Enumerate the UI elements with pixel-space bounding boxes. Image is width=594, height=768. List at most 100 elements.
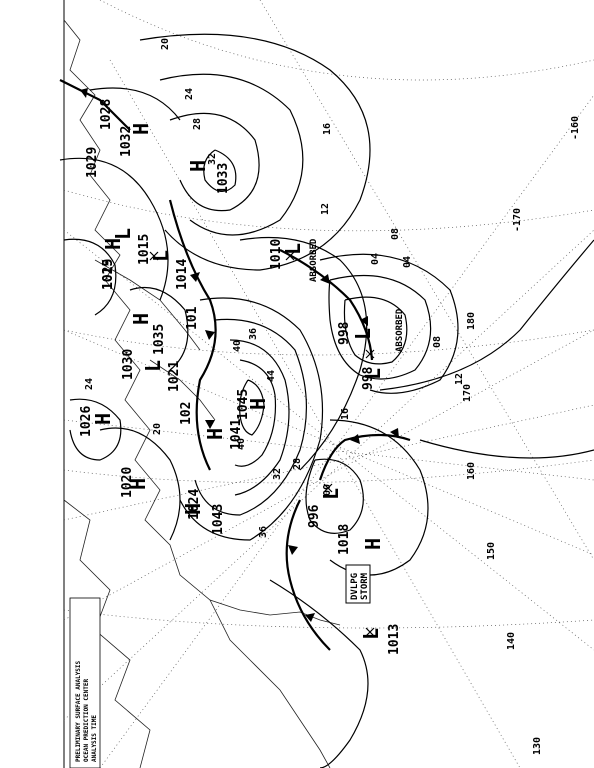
high-center: H 1032 xyxy=(119,123,153,157)
lon-label: -160 xyxy=(570,116,581,140)
annotations: ABSORBED ABSORBED DVLPG STORM xyxy=(309,238,405,604)
high-center: H 1041 xyxy=(203,419,244,450)
low-letter: L xyxy=(319,488,343,500)
isobar-label: 36 xyxy=(248,328,259,340)
isobar-label: 28 xyxy=(292,458,303,470)
fronts xyxy=(59,79,411,651)
isobar-label: 16 xyxy=(322,123,333,135)
high-centers: H 1033 H 1032 H 1035 H 1041 H 1045 H 104… xyxy=(79,123,385,555)
header-line-2: OCEAN PREDICTION CENTER xyxy=(83,679,90,762)
low-x-marker xyxy=(365,627,375,637)
high-letter: H xyxy=(129,313,153,325)
lon-label: 140 xyxy=(506,632,517,650)
low-value: 996 xyxy=(307,504,322,528)
high-center: H 1020 xyxy=(120,467,150,498)
high-center: H 1029 xyxy=(101,238,125,290)
header-box: PRELIMINARY SURFACE ANALYSIS OCEAN PREDI… xyxy=(69,597,101,768)
storm-box xyxy=(345,564,371,604)
high-value: 1041 xyxy=(229,419,244,450)
isobar-label: 00 xyxy=(322,484,333,496)
isobar-label: 04 xyxy=(402,256,413,268)
low-center: L 1013 xyxy=(359,624,402,655)
isobar-label: 08 xyxy=(390,228,401,240)
low-letter: L xyxy=(149,250,173,262)
isobar-label: 20 xyxy=(152,423,163,435)
high-letter: H xyxy=(181,503,205,515)
low-x-marker xyxy=(285,251,295,261)
low-center: L 996 xyxy=(307,488,343,528)
high-letter: H xyxy=(91,413,115,425)
header-line-3: ANALYSIS TIME xyxy=(91,715,98,762)
isobar-label: 04 xyxy=(370,253,381,265)
low-value: 1021 xyxy=(167,361,182,392)
isobar-label: 28 xyxy=(192,118,203,130)
high-letter: H xyxy=(129,123,153,135)
high-value: 1035 xyxy=(152,324,167,355)
low-letter: L xyxy=(351,328,375,340)
low-centers: L 1010 L 998 L 998 L 996 L 1013 L 1014 L… xyxy=(111,228,402,655)
low-letter: L xyxy=(281,243,305,255)
high-value: 1018 xyxy=(337,524,352,555)
extra-pressure-labels: 1029 1028 1015 101 1030 102 1024 xyxy=(85,99,202,520)
header-frame xyxy=(69,597,101,768)
high-center: H 1033 xyxy=(186,160,231,194)
pressure-label: 1029 xyxy=(85,147,100,178)
high-value: 1020 xyxy=(120,467,135,498)
pressure-label: 1028 xyxy=(99,99,114,130)
low-center: L 998 xyxy=(337,321,375,345)
high-value: 1026 xyxy=(79,406,94,437)
isobar-label: 36 xyxy=(258,526,269,538)
low-x-marker xyxy=(149,251,159,261)
isobar-label: 32 xyxy=(207,153,218,165)
pressure-label: 102 xyxy=(179,402,194,425)
low-value: 1013 xyxy=(387,624,402,655)
graticule xyxy=(63,0,594,768)
pressure-label: 101 xyxy=(185,306,200,330)
high-value: 1032 xyxy=(119,126,134,157)
lon-label: 180 xyxy=(466,312,477,330)
high-center: H 1018 xyxy=(337,524,385,555)
isobars xyxy=(59,33,594,768)
isobar-label: 40 xyxy=(236,438,247,450)
header-line-1: PRELIMINARY SURFACE ANALYSIS xyxy=(75,660,82,762)
isobar-label: 16 xyxy=(340,408,351,420)
high-letter: H xyxy=(361,538,385,550)
isobar-label: 24 xyxy=(84,378,95,390)
low-value: 1014 xyxy=(175,259,190,290)
high-center: H 1043 xyxy=(181,503,226,535)
absorbed-annotation: ABSORBED xyxy=(395,308,405,352)
lon-label: 170 xyxy=(462,384,473,402)
storm-annotation: STORM xyxy=(360,572,370,600)
pressure-label: 1024 xyxy=(187,489,202,520)
isobar-label: 12 xyxy=(320,203,331,215)
low-center: L 998 xyxy=(361,366,385,390)
lon-label: -170 xyxy=(512,208,523,232)
low-x-marker xyxy=(323,483,333,493)
high-letter: H xyxy=(246,398,270,410)
high-value: 1029 xyxy=(101,259,116,290)
high-center: H 1035 xyxy=(129,313,167,355)
dvlpg-annotation: DVLPG xyxy=(350,573,360,600)
pressure-label: 1030 xyxy=(121,349,136,380)
low-letter: L xyxy=(111,228,135,240)
lon-label: 160 xyxy=(466,462,477,480)
isobar-labels: 20 24 28 32 36 40 44 16 12 08 04 00 20 2… xyxy=(84,38,465,538)
storm-markers xyxy=(149,251,375,637)
isobar-label: 32 xyxy=(272,468,283,480)
low-center: L 1021 xyxy=(141,360,182,392)
low-value: 998 xyxy=(361,366,376,390)
high-center: H 1045 xyxy=(236,389,270,420)
high-letter: H xyxy=(203,428,227,440)
isobar-label: 24 xyxy=(184,88,195,100)
low-value: 1015 xyxy=(137,234,152,265)
low-center: L 1015 xyxy=(111,228,152,265)
low-letter: L xyxy=(361,368,385,380)
pressure-label: 1015 xyxy=(101,259,116,290)
low-value: 1010 xyxy=(269,239,284,270)
lon-label: 130 xyxy=(532,737,543,755)
isobar-label: 40 xyxy=(232,340,243,352)
absorbed-annotation: ABSORBED xyxy=(309,238,319,282)
high-value: 1045 xyxy=(236,389,251,420)
high-letter: H xyxy=(126,478,150,490)
